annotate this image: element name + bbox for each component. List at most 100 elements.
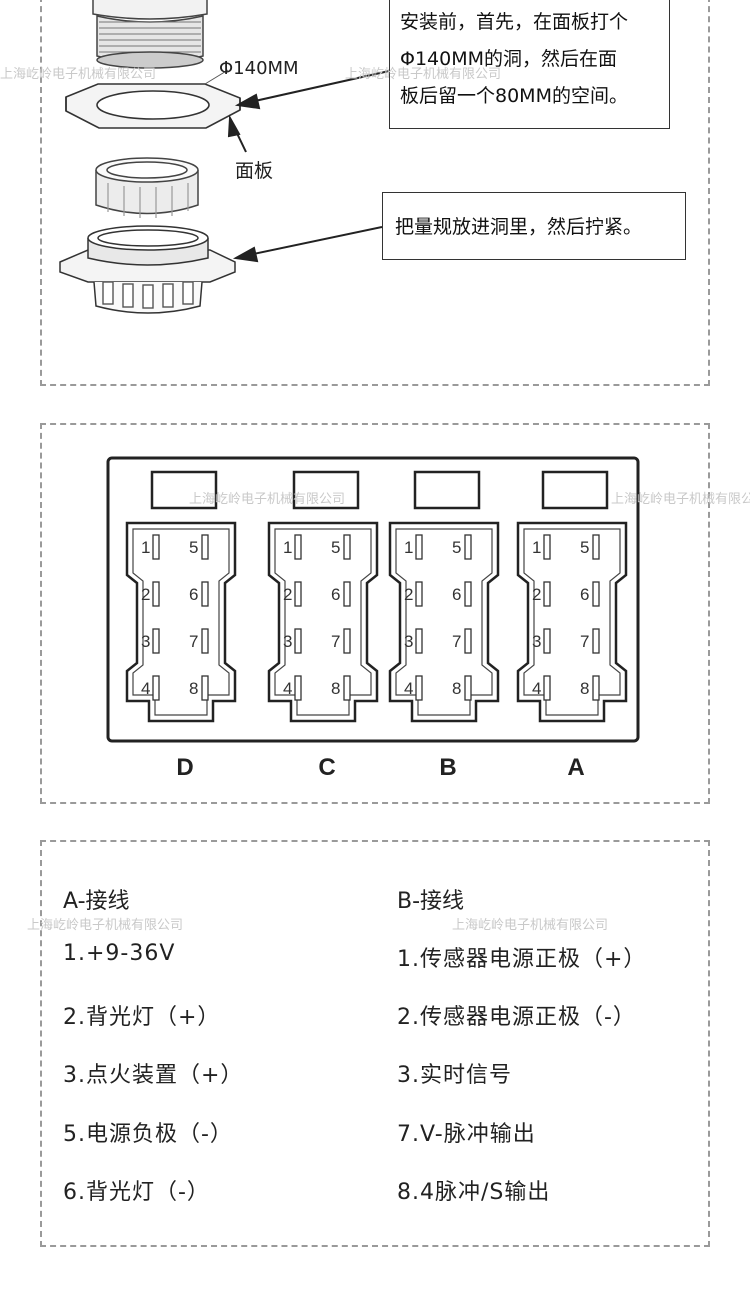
b-wiring-item: 8.4脉冲/S输出 [397,1180,551,1205]
pin-number: 7 [189,632,198,651]
connector-outline [388,521,500,723]
callout-line: 板后留一个80MM的空间。 [400,85,628,107]
pin-contact [343,628,351,654]
pin-number: 5 [452,538,461,557]
pin-contact [415,581,423,607]
connector-letter: A [567,754,584,781]
a-wiring-item: 3.点火装置（+） [63,1063,244,1088]
connector-outline [267,521,379,723]
pin-contact [294,581,302,607]
pin-contact [464,534,472,560]
pin-contact [415,628,423,654]
pin-number: 5 [580,538,589,557]
watermark: 上海屹岭电子机械有限公司 [0,67,157,82]
pin-contact [201,628,209,654]
connector-label-window [150,470,218,510]
pin-number: 7 [331,632,340,651]
pin-contact [464,581,472,607]
pin-contact [294,534,302,560]
a-wiring-item: 6.背光灯（-） [63,1180,210,1205]
install-step-2-callout: 把量规放进洞里，然后拧紧。 [382,192,686,260]
pin-contact [543,628,551,654]
pin-contact [543,675,551,701]
connector-inner-outline [523,528,621,716]
pin-number: 8 [452,679,461,698]
pin-number: 7 [452,632,461,651]
gauge-body-illustration [92,0,208,69]
pin-number: 4 [283,679,292,698]
pin-contact [152,581,160,607]
connector-label-window [541,470,609,510]
pin-number: 3 [532,632,541,651]
connector-b: 1 2 3 4 5 6 7 8B [388,470,500,781]
callout-line: 安装前，首先，在面板打个 [400,11,629,33]
callout-line: Φ140MM的洞，然后在面 [400,48,618,70]
connector-letter: C [318,754,335,781]
wiring-panel [40,840,710,1247]
b-wiring-title: B-接线 [397,889,465,914]
pin-number: 1 [404,538,413,557]
pin-contact [294,675,302,701]
pin-contact [543,534,551,560]
pin-number: 8 [580,679,589,698]
gauge-clamp-illustration [59,225,236,314]
connector-outline [516,521,628,723]
connector-letter: D [176,754,193,781]
connector-letter: B [439,754,456,781]
pin-number: 4 [141,679,150,698]
connector-inner-outline [132,528,230,716]
pin-number: 6 [580,585,589,604]
connector-label-window [292,470,360,510]
panel-plate-illustration [65,69,241,129]
callout-arrows [227,70,390,263]
watermark: 上海屹岭电子机械有限公司 [611,492,750,507]
pin-number: 6 [189,585,198,604]
pin-contact [201,581,209,607]
b-wiring-item: 1.传感器电源正极（+） [397,947,647,972]
pin-contact [592,675,600,701]
pin-contact [152,628,160,654]
pin-number: 5 [189,538,198,557]
mounting-nut-illustration [95,157,199,218]
connector-panel [40,423,710,804]
b-wiring-item: 2.传感器电源正极（-） [397,1005,636,1030]
pin-number: 2 [404,585,413,604]
pin-number: 3 [283,632,292,651]
watermark: 上海屹岭电子机械有限公司 [189,492,346,507]
pin-contact [343,581,351,607]
a-wiring-item: 2.背光灯（+） [63,1005,221,1030]
pin-contact [152,534,160,560]
pin-contact [592,534,600,560]
hole-diameter-label: Φ140MM [219,58,299,79]
pin-number: 5 [331,538,340,557]
pin-number: 4 [404,679,413,698]
pin-contact [415,675,423,701]
pin-number: 7 [580,632,589,651]
pin-number: 3 [404,632,413,651]
pin-number: 6 [452,585,461,604]
b-wiring-item: 3.实时信号 [397,1063,512,1088]
pin-number: 8 [331,679,340,698]
pin-contact [294,628,302,654]
pin-number: 2 [141,585,150,604]
watermark: 上海屹岭电子机械有限公司 [27,918,184,933]
watermark: 上海屹岭电子机械有限公司 [345,67,502,82]
gauge-exploded-view [59,0,390,314]
pin-contact [343,534,351,560]
connector-inner-outline [274,528,372,716]
panel-label: 面板 [235,160,274,182]
b-wiring-item: 7.V-脉冲输出 [397,1122,536,1147]
pin-contact [592,628,600,654]
pin-number: 1 [532,538,541,557]
pin-number: 4 [532,679,541,698]
a-wiring-item: 5.电源负极（-） [63,1122,233,1147]
connector-label-window [413,470,481,510]
installation-panel [40,0,710,386]
pin-number: 1 [283,538,292,557]
connector-housing-outline [106,456,640,743]
pin-number: 1 [141,538,150,557]
